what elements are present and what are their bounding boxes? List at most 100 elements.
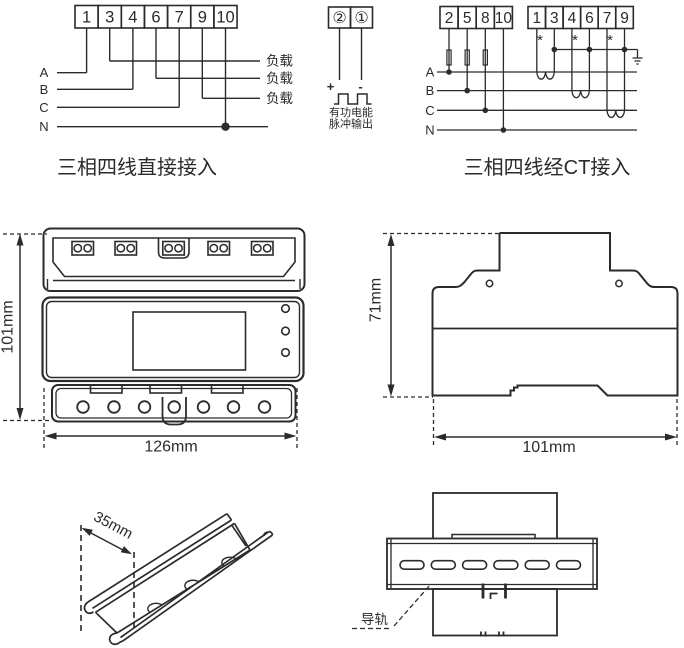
terminal-pair: [207, 240, 231, 256]
terminal-number: 10: [216, 9, 234, 27]
fuse-symbol: [446, 49, 452, 66]
indicator-led: [280, 303, 291, 314]
rail-slot: [461, 559, 488, 571]
terminal-screw: [107, 400, 121, 414]
terminal-pair: [250, 240, 274, 256]
cover-tab: [210, 384, 244, 394]
dim-width-label: 126mm: [144, 439, 197, 456]
junction-dot: [586, 46, 593, 53]
leader-line: [393, 583, 432, 627]
terminal-screw: [257, 400, 272, 414]
load-label: 负载: [266, 71, 293, 86]
dimension-line: [89, 531, 124, 551]
front-view: 101mm 126mm: [0, 227, 306, 456]
rail-near-cap: [94, 611, 118, 634]
rail-mount-view: 导轨: [352, 492, 598, 637]
terminal-number: 6: [585, 10, 594, 27]
rail-slot: [399, 559, 425, 571]
middle-terminal-tab: [157, 238, 190, 259]
cover-side-ticks: [46, 279, 301, 289]
junction-dot: [551, 46, 558, 53]
clip-hook: [489, 592, 498, 599]
arrowhead: [81, 527, 93, 536]
junction-dot: [464, 87, 471, 94]
din-rail-iso: 35mm: [80, 508, 274, 646]
terminal-screw: [196, 400, 211, 414]
meter-top-outline: [432, 492, 558, 541]
arrowhead: [44, 432, 57, 440]
terminal-number: 5: [463, 10, 472, 27]
phase-label-b: B: [40, 82, 49, 97]
side-outline: [431, 232, 679, 397]
pulse-caption-line1: 有功电能: [329, 105, 373, 119]
diagram-ct-wiring: 2 5 8 10 1 3 4 6 7 9: [425, 5, 643, 179]
arrowhead: [284, 432, 297, 440]
cover-tab: [89, 384, 123, 394]
junction-dot: [446, 69, 452, 75]
dimension-line: [19, 243, 286, 437]
rail-width-label: 35mm: [91, 508, 136, 543]
junction-dot: [221, 122, 230, 131]
terminal-number: 9: [198, 9, 207, 27]
arrowhead: [16, 233, 24, 246]
meter-body: [41, 296, 305, 383]
side-hole: [485, 279, 494, 288]
dimension-line: [390, 245, 666, 438]
terminal-screw: [76, 400, 90, 414]
phase-label-c: C: [39, 100, 48, 115]
terminal-number: 1: [532, 10, 541, 27]
ct-coil-b: [571, 90, 591, 99]
phase-label-b: B: [426, 83, 435, 98]
rail-left-tip-curl: [83, 601, 95, 615]
load-label: 负载: [266, 54, 293, 69]
rail-long-edges: [87, 512, 273, 642]
arrowhead: [16, 408, 24, 420]
junction-dot: [482, 107, 489, 114]
diagram-direct-wiring: 1 3 4 6 7 9 10 A B C N 负载 负载 负载 三相四线直接接入: [39, 4, 293, 179]
phase-label-a: A: [426, 65, 435, 80]
fuse-symbol: [482, 49, 489, 66]
dim-height-label: 71mm: [368, 278, 385, 322]
ct-coil-a: [536, 71, 555, 80]
junction-dot: [500, 127, 507, 133]
dim-width-label: 101mm: [522, 439, 575, 456]
dim-height-label: 101mm: [0, 300, 17, 353]
rail-slot: [524, 559, 551, 571]
terminal-number: 7: [175, 9, 184, 27]
junction-dot: [621, 46, 628, 53]
pulse-terminal-1: ①: [354, 10, 368, 27]
ct-polarity-mark: *: [607, 32, 613, 49]
rail-slot: [493, 559, 519, 571]
load-label: 负载: [266, 91, 293, 106]
terminal-number: 8: [481, 10, 490, 27]
arrowhead: [387, 234, 395, 246]
phase-label-n: N: [39, 119, 48, 134]
side-hole: [615, 279, 623, 288]
terminal-number: 9: [620, 10, 629, 27]
indicator-led: [280, 326, 291, 336]
rail-band: [386, 537, 598, 590]
clip-detail: [481, 583, 507, 599]
meter-top-cover: [42, 227, 306, 292]
diagram-title-direct: 三相四线直接接入: [57, 156, 217, 179]
arrowhead: [434, 433, 446, 441]
bottom-clip-marks: [480, 631, 505, 637]
terminal-screw: [226, 400, 241, 414]
cover-tab: [149, 384, 183, 394]
terminal-screw: [167, 400, 181, 414]
rail-band-lines: [387, 538, 597, 589]
diagram-title-ct: 三相四线经CT接入: [464, 156, 631, 179]
phase-label-a: A: [40, 65, 49, 80]
arrowhead: [120, 546, 132, 555]
pulse-wires: [338, 28, 363, 80]
meter-bottom-outline: [432, 588, 558, 637]
meter-body-inner: [45, 300, 301, 379]
pulse-output-group: ② ① + - 有功电能 脉冲输出: [327, 6, 374, 131]
indicator-led: [280, 347, 291, 358]
terminal-number: 2: [445, 10, 454, 27]
terminal-number: 4: [128, 9, 137, 27]
side-view: 71mm 101mm: [368, 232, 679, 456]
terminal-pair: [114, 240, 138, 256]
